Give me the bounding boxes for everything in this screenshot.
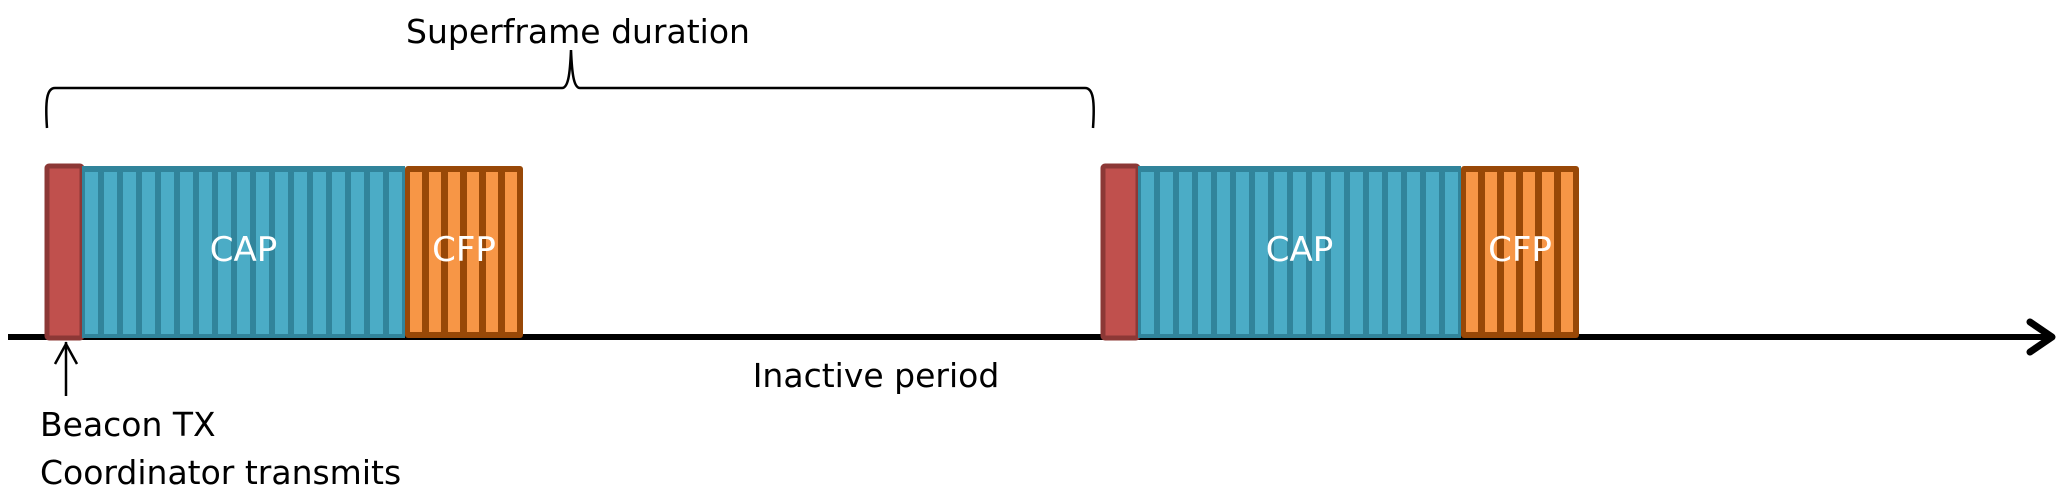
cap-slot xyxy=(1274,172,1287,334)
cap-slot xyxy=(1388,172,1401,334)
cfp-slot xyxy=(1504,172,1516,332)
cap-label: CAP xyxy=(210,230,278,270)
cap-slot xyxy=(256,172,269,334)
cfp-slot xyxy=(410,172,422,332)
cap-slot xyxy=(1141,172,1154,334)
cap-slot xyxy=(351,172,364,334)
cap-slot xyxy=(180,172,193,334)
cfp-slot xyxy=(1561,172,1573,332)
beacon-arrow-icon xyxy=(53,341,79,396)
cap-slot xyxy=(237,172,250,334)
beacon-slot xyxy=(44,163,85,341)
cfp-slot xyxy=(1542,172,1554,332)
cap-slot xyxy=(1445,172,1458,334)
superframe-brace xyxy=(45,49,1095,129)
cap-slot xyxy=(104,172,117,334)
cfp-slot xyxy=(467,172,479,332)
cap-slot xyxy=(313,172,326,334)
cap-slot xyxy=(123,172,136,334)
superframe-1: CAP CFP xyxy=(44,163,523,341)
superframe-2: CAP CFP xyxy=(1100,163,1579,341)
cap-slot xyxy=(1331,172,1344,334)
cfp-slot xyxy=(448,172,460,332)
inactive-period-label: Inactive period xyxy=(753,356,1000,395)
cfp-slot xyxy=(505,172,517,332)
cap-slot xyxy=(1369,172,1382,334)
cap-slot xyxy=(1160,172,1173,334)
cfp-label: CFP xyxy=(1488,230,1552,270)
cap-slot xyxy=(1312,172,1325,334)
cap-slot xyxy=(1198,172,1211,334)
cap-label: CAP xyxy=(1266,230,1334,270)
cfp-slot xyxy=(1466,172,1478,332)
axis-arrowhead-icon xyxy=(2026,318,2056,356)
cap-slot xyxy=(1293,172,1306,334)
cfp-slot xyxy=(429,172,441,332)
cfp-label: CFP xyxy=(432,230,496,270)
cap-slot xyxy=(275,172,288,334)
superframe-duration-label: Superframe duration xyxy=(406,12,750,51)
cap-slot xyxy=(199,172,212,334)
cap-slot xyxy=(389,172,402,334)
cap-slot xyxy=(1350,172,1363,334)
coordinator-transmits-label: Coordinator transmits xyxy=(40,453,401,492)
cap-slot xyxy=(370,172,383,334)
beacon-slot xyxy=(1100,163,1141,341)
beacon-tx-label: Beacon TX xyxy=(40,405,216,444)
cfp-slot xyxy=(1523,172,1535,332)
cap-slot xyxy=(161,172,174,334)
cap-slot xyxy=(294,172,307,334)
cap-slot xyxy=(1236,172,1249,334)
cap-slot xyxy=(332,172,345,334)
cap-slot xyxy=(1426,172,1439,334)
cfp-slot xyxy=(486,172,498,332)
cap-slot xyxy=(1407,172,1420,334)
cap-slot xyxy=(142,172,155,334)
cap-slot xyxy=(1255,172,1268,334)
cap-slot xyxy=(85,172,98,334)
cap-slot xyxy=(218,172,231,334)
cfp-slot xyxy=(1485,172,1497,332)
cap-slot xyxy=(1217,172,1230,334)
cap-slot xyxy=(1179,172,1192,334)
